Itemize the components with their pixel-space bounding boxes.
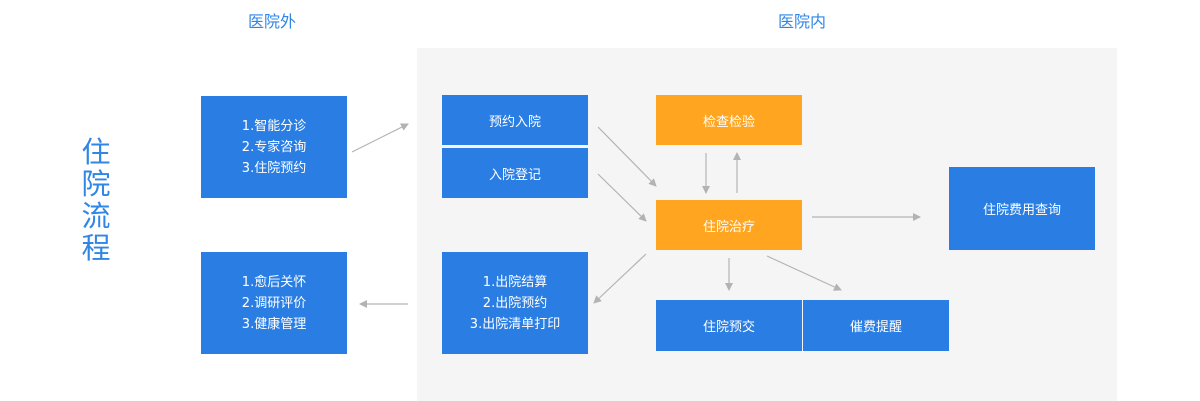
service-aftercare: 1.愈后关怀 [241, 274, 307, 290]
exam-box: 检查检验 [656, 95, 802, 145]
outside-hospital-label: 医院外 [248, 12, 297, 31]
reminder-box: 催费提醒 [803, 300, 949, 351]
post-discharge-services-box: 1.愈后关怀 2.调研评价 3.健康管理 [201, 252, 347, 354]
arrow-treatment-to-reminder [766, 255, 842, 291]
arrow-pre-to-inside [351, 123, 409, 153]
service-booking: 3.住院预约 [241, 160, 307, 176]
arrow-treatment-to-discharge [593, 253, 647, 304]
discharge-booking: 2.出院预约 [482, 295, 548, 311]
inside-hospital-label: 医院内 [778, 12, 827, 31]
treatment-box: 住院治疗 [656, 200, 802, 250]
appointment-box: 预约入院 [442, 95, 588, 145]
service-consultation: 2.专家咨询 [241, 139, 307, 155]
discharge-settlement: 1.出院结算 [482, 274, 548, 290]
prepay-box: 住院预交 [656, 300, 802, 351]
discharge-list-print: 3.出院清单打印 [469, 316, 561, 332]
process-title: 住 院 流 程 [81, 135, 111, 265]
registration-box: 入院登记 [442, 148, 588, 198]
arrow-appointment-to-treatment [597, 126, 657, 187]
fee-query-box: 住院费用查询 [949, 167, 1095, 250]
arrow-registration-to-treatment [597, 173, 647, 222]
service-survey: 2.调研评价 [241, 295, 307, 311]
service-triage: 1.智能分诊 [241, 118, 307, 134]
discharge-box: 1.出院结算 2.出院预约 3.出院清单打印 [442, 252, 588, 354]
pre-admission-services-box: 1.智能分诊 2.专家咨询 3.住院预约 [201, 96, 347, 198]
service-health-management: 3.健康管理 [241, 316, 307, 332]
